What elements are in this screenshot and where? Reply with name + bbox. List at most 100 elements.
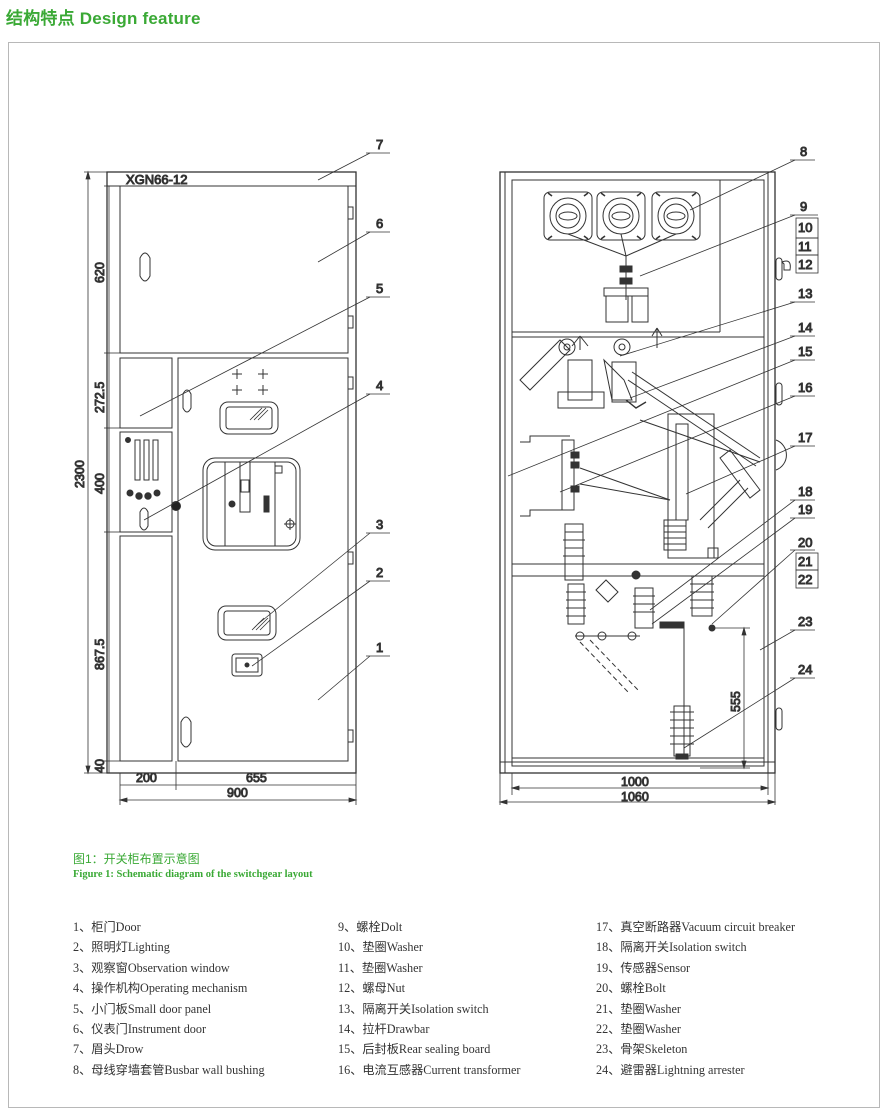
hinge [347, 315, 354, 329]
hinge [347, 729, 354, 743]
lower-left-panel [119, 535, 173, 762]
legend-item: 1、柜门Door [73, 920, 141, 934]
callout-5: 5 [376, 281, 383, 296]
side-cabinet-outline [499, 171, 776, 774]
dim-40: 40 [93, 759, 107, 773]
dim-555-lines [700, 626, 750, 770]
legend-item: 8、母线穿墙套管Busbar wall bushing [73, 1062, 265, 1077]
legend-column-2: 9、螺栓Dolt 10、垫圈Washer 11、垫圈Washer 12、螺母Nu… [338, 917, 520, 1080]
small-door-panel [119, 431, 173, 533]
dim-1060: 1060 [621, 790, 649, 804]
observation-window-glass [223, 610, 271, 636]
callout-18: 18 [798, 484, 812, 499]
figure-caption-cn: 图1：开关柜布置示意图 [73, 852, 200, 866]
legend-item: 13、隔离开关Isolation switch [338, 1001, 489, 1016]
legend-item: 4、操作机构Operating mechanism [73, 981, 248, 996]
lower-insulators [563, 523, 716, 758]
rear-handle-grip [775, 257, 783, 281]
legend-item: 16、电流互感器Current transformer [338, 1062, 521, 1077]
bolt-stack [603, 256, 649, 323]
mechanism-indicator [240, 479, 250, 493]
callout-10: 10 [798, 220, 812, 235]
vacuum-circuit-breaker [520, 413, 761, 559]
observation-window-upper-glass [225, 406, 273, 430]
front-view: XGN66-12 [73, 137, 390, 805]
legend-item: 9、螺栓Dolt [338, 920, 403, 934]
page-title: 结构特点 Design feature [6, 9, 201, 28]
rear-pivot [775, 439, 787, 471]
front-callout-leaders [139, 152, 390, 701]
front-cabinet-outline [106, 171, 357, 774]
legend-item: 12、螺母Nut [338, 981, 406, 996]
callout-4: 4 [376, 378, 383, 393]
observation-window [217, 605, 277, 641]
side-view: 555 1000 1060 [498, 144, 819, 805]
model-label: XGN66-12 [126, 172, 187, 187]
callout-23: 23 [798, 614, 812, 629]
callout-8: 8 [800, 144, 807, 159]
figure-caption-en: Figure 1: Schematic diagram of the switc… [73, 869, 313, 880]
callout-9: 9 [800, 199, 807, 214]
dim-867-5: 867.5 [93, 639, 107, 670]
callout-24: 24 [798, 662, 812, 677]
legend-item: 22、垫圈Washer [596, 1021, 681, 1036]
dim-200: 200 [136, 771, 157, 785]
hinge [347, 551, 354, 565]
legend-column-1: 1、柜门Door 2、照明灯Lighting 3、观察窗Observation … [73, 917, 265, 1080]
rear-handle-grip [775, 382, 783, 406]
dim-2300: 2300 [73, 460, 87, 488]
dim-620: 620 [93, 262, 107, 283]
dim-272-5: 272.5 [93, 382, 107, 413]
hinge [347, 376, 354, 390]
indicator-lamp [125, 437, 131, 443]
lighting [231, 653, 263, 677]
upper-isolation-switch [519, 327, 663, 409]
hinge [347, 206, 354, 220]
observation-window-upper [219, 401, 279, 435]
indicator-bar [134, 439, 141, 481]
busbar-wall-bushings [543, 191, 701, 257]
dim-555: 555 [729, 691, 743, 712]
legend-item: 7、眉头Drow [73, 1042, 144, 1057]
width-dimensions [118, 761, 358, 805]
side-width-dimensions [498, 773, 777, 805]
legend-item: 11、垫圈Washer [338, 960, 423, 975]
small-door-panel-upper [119, 357, 173, 429]
drawbar [627, 371, 761, 467]
lightning-arrester [670, 705, 694, 760]
callout-2: 2 [376, 565, 383, 580]
callout-1: 1 [376, 640, 383, 655]
callout-14: 14 [798, 320, 812, 335]
callout-7: 7 [376, 137, 383, 152]
legend-item: 3、观察窗Observation window [73, 960, 230, 975]
mechanism-pivot [171, 501, 181, 511]
legend-item: 6、仪表门Instrument door [73, 1021, 207, 1036]
figure-caption: 图1：开关柜布置示意图 Figure 1: Schematic diagram … [73, 850, 313, 880]
lighting-lens [235, 657, 259, 673]
rear-handle [781, 260, 791, 271]
indicator-bar [143, 439, 150, 481]
legend-item: 23、骨架Skeleton [596, 1042, 688, 1057]
side-callout-leaders [507, 159, 819, 749]
legend-item: 20、螺栓Bolt [596, 981, 666, 996]
callout-16: 16 [798, 380, 812, 395]
callout-12: 12 [798, 257, 812, 272]
dim-1000: 1000 [621, 775, 649, 789]
rear-handle-grip [775, 707, 783, 731]
dim-655: 655 [246, 771, 267, 785]
legend-item: 2、照明灯Lighting [73, 940, 170, 955]
instrument-door-handle [139, 252, 151, 282]
callout-13: 13 [798, 286, 812, 301]
callout-6: 6 [376, 216, 383, 231]
legend-item: 10、垫圈Washer [338, 940, 423, 955]
mechanism-slot [239, 461, 251, 513]
diagram-frame [8, 42, 880, 1108]
instrument-door [119, 185, 349, 354]
dim-400: 400 [93, 473, 107, 494]
callout-22: 22 [798, 572, 812, 587]
callout-3: 3 [376, 517, 383, 532]
operating-mechanism-inner [206, 461, 297, 547]
callout-11: 11 [798, 239, 812, 254]
legend-item: 17、真空断路器Vacuum circuit breaker [596, 920, 796, 934]
